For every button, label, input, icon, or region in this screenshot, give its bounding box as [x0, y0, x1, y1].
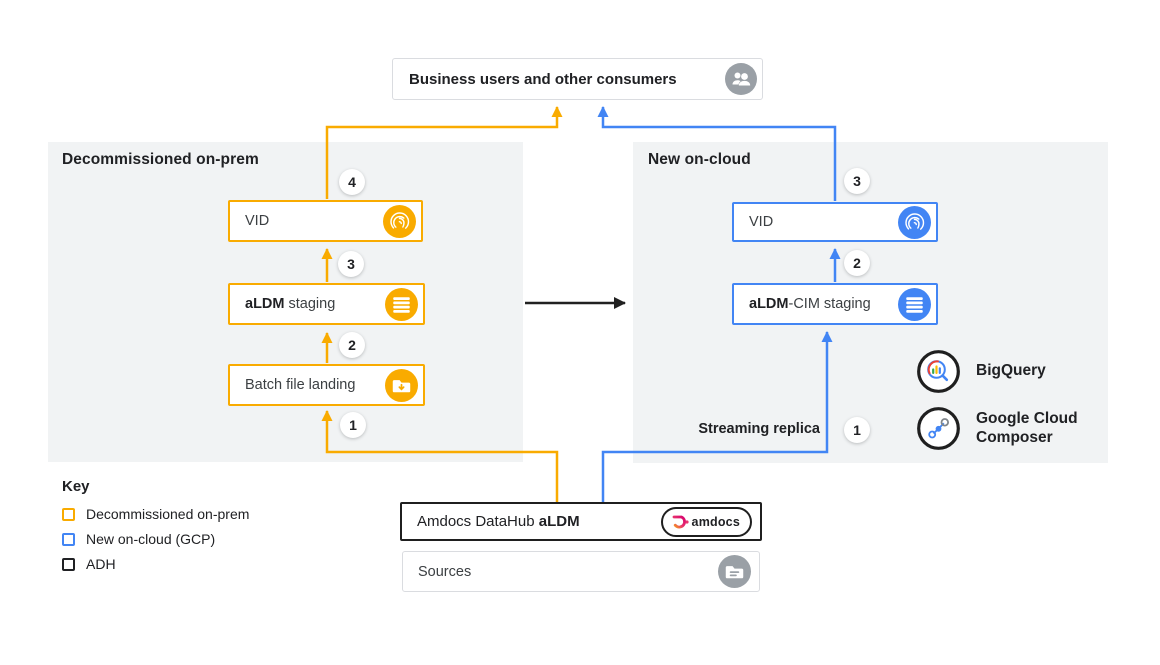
key-swatch-black	[62, 557, 75, 571]
vid-oncloud-label: VID	[749, 214, 774, 230]
sources-box: Sources	[402, 551, 760, 592]
aldm-cim-label-bold: aLDM	[749, 296, 789, 312]
batch-file-landing-box: Batch file landing	[228, 364, 425, 406]
key-label-oncloud: New on-cloud (GCP)	[86, 531, 216, 547]
business-users-box: Business users and other consumers	[392, 58, 763, 100]
folder-download-icon	[385, 368, 418, 402]
step-badge-oncloud-2: 2	[844, 250, 870, 276]
fingerprint-icon	[383, 204, 416, 238]
list-icon	[898, 287, 931, 321]
aldm-cim-label-rest: -CIM staging	[788, 296, 871, 312]
bigquery-icon	[917, 350, 960, 393]
step-badge-oncloud-1: 1	[844, 417, 870, 443]
key-item-adh: ADH	[62, 556, 249, 572]
key-swatch-yellow	[62, 507, 75, 521]
amdocs-logo-text: amdocs	[691, 514, 740, 529]
step-badge-oncloud-3: 3	[844, 168, 870, 194]
key-item-oncloud: New on-cloud (GCP)	[62, 531, 249, 547]
aldm-staging-label-rest: staging	[284, 296, 336, 312]
amdocs-logo: amdocs	[660, 506, 752, 537]
amdocs-datahub-box: Amdocs DataHub aLDM amdocs	[400, 502, 762, 541]
aldm-cim-staging-label: aLDM-CIM staging	[734, 296, 898, 312]
cloud-composer-icon	[917, 407, 960, 450]
key-swatch-blue	[62, 532, 75, 546]
people-icon	[725, 63, 757, 95]
amdocs-datahub-label: Amdocs DataHub aLDM	[402, 513, 661, 530]
key-label-onprem: Decommissioned on-prem	[86, 506, 250, 522]
streaming-replica-label: Streaming replica	[698, 421, 820, 437]
business-users-label: Business users and other consumers	[409, 70, 677, 88]
list-icon	[385, 287, 418, 321]
sources-folder-icon	[718, 555, 751, 588]
right-panel-title: New on-cloud	[648, 151, 751, 168]
key-title: Key	[62, 478, 90, 495]
composer-label: Google Cloud Composer	[976, 409, 1078, 446]
key-item-onprem: Decommissioned on-prem	[62, 506, 249, 522]
aldm-staging-box: aLDM staging	[228, 283, 425, 325]
step-badge-onprem-2: 2	[339, 332, 365, 358]
step-badge-onprem-1: 1	[340, 412, 366, 438]
amdocs-datahub-label-bold: aLDM	[538, 513, 580, 530]
sources-label: Sources	[418, 563, 472, 580]
vid-box-onprem: VID	[228, 200, 423, 242]
key-legend: Key Decommissioned on-prem New on-cloud …	[62, 478, 249, 581]
vid-box-oncloud: VID	[732, 202, 938, 242]
bigquery-service: BigQuery	[917, 350, 1046, 393]
aldm-staging-label-bold: aLDM	[245, 296, 285, 312]
amdocs-datahub-label-regular: Amdocs DataHub	[417, 513, 539, 530]
step-badge-onprem-3: 3	[338, 251, 364, 277]
vid-onprem-label: VID	[245, 213, 270, 229]
bigquery-label: BigQuery	[976, 362, 1046, 380]
batch-file-landing-label: Batch file landing	[245, 377, 356, 393]
oncloud-flow-arrows	[597, 106, 841, 503]
fingerprint-icon	[898, 205, 931, 239]
amdocs-a-icon	[672, 515, 689, 529]
key-label-adh: ADH	[86, 556, 116, 572]
aldm-cim-staging-box: aLDM-CIM staging	[732, 283, 938, 325]
onprem-flow-arrows	[321, 106, 563, 503]
step-badge-onprem-4: 4	[339, 169, 365, 195]
left-panel-title: Decommissioned on-prem	[62, 151, 259, 168]
aldm-staging-label: aLDM staging	[230, 296, 385, 312]
composer-service: Google Cloud Composer	[917, 407, 1096, 450]
